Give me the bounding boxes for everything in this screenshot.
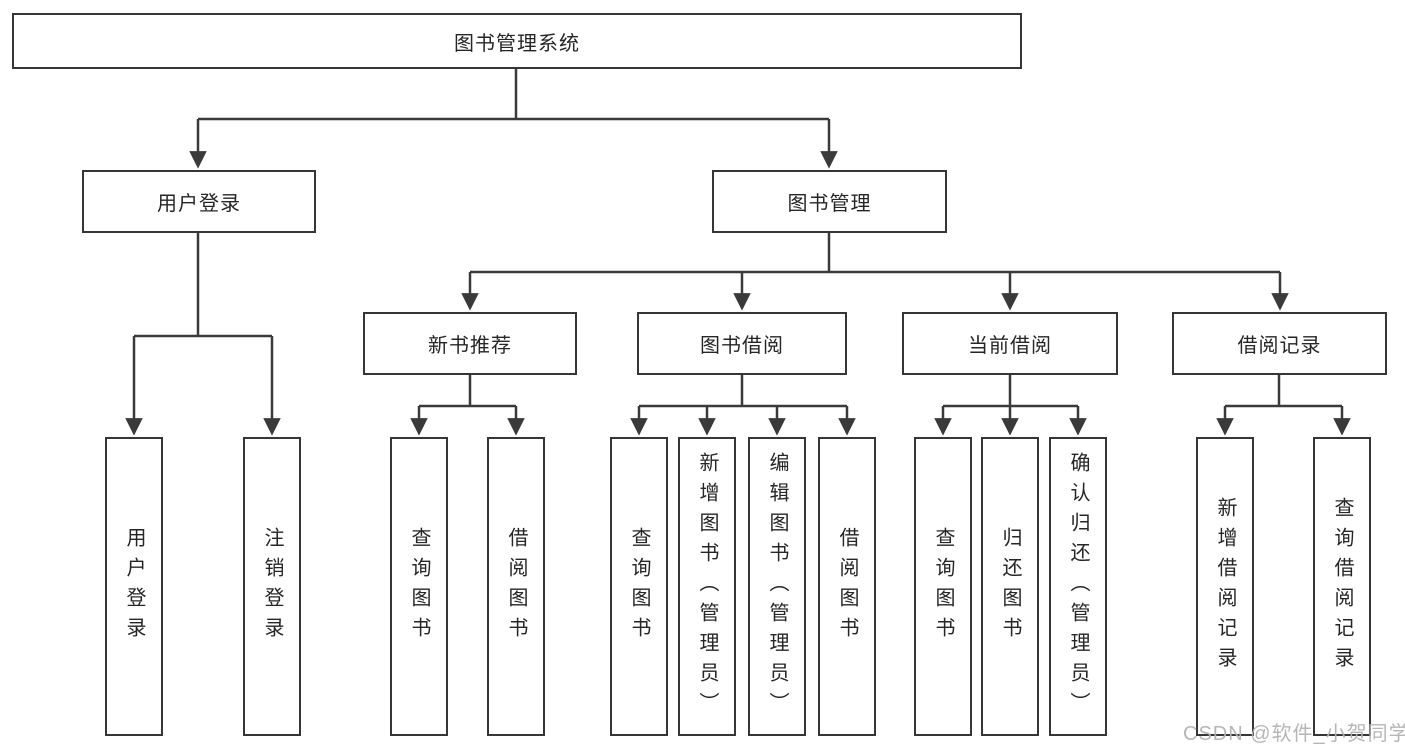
node-current-borrow: 当前借阅 (902, 312, 1118, 375)
connector-user-login-children (125, 233, 281, 436)
node-add-borrow-record: 新增借阅记录 (1196, 437, 1254, 736)
connector-borrow-records-children (1216, 375, 1351, 436)
node-search-book-current: 查询图书 (914, 437, 972, 736)
node-borrow-records: 借阅记录 (1172, 312, 1387, 375)
connector-root-to-level2 (189, 69, 838, 169)
node-system-root: 图书管理系统 (12, 13, 1022, 69)
node-user-login: 用户登录 (82, 170, 316, 233)
node-user-login-leaf: 用户登录 (105, 437, 163, 736)
node-book-management: 图书管理 (712, 170, 947, 233)
connector-current-borrow-children (934, 375, 1087, 436)
node-logout-leaf: 注销登录 (243, 437, 301, 736)
connector-new-book-recommend-children (410, 375, 525, 436)
node-new-book-recommend: 新书推荐 (363, 312, 577, 375)
node-search-borrow-record: 查询借阅记录 (1313, 437, 1371, 736)
connector-book-management-children (461, 233, 1289, 311)
node-book-borrow: 图书借阅 (637, 312, 847, 375)
node-borrow-book-leaf: 借阅图书 (818, 437, 876, 736)
connector-book-borrow-children (630, 375, 856, 436)
node-edit-book-admin: 编辑图书（管理员） (748, 437, 806, 736)
node-search-book-borrow: 查询图书 (610, 437, 668, 736)
node-confirm-return-admin: 确认归还（管理员） (1049, 437, 1107, 736)
watermark-text: CSDN @软件_小贺同学 (1183, 723, 1405, 745)
node-search-book-recommend: 查询图书 (390, 437, 448, 736)
node-return-book: 归还图书 (981, 437, 1039, 736)
node-add-book-admin: 新增图书（管理员） (678, 437, 736, 736)
node-borrow-book-recommend: 借阅图书 (487, 437, 545, 736)
